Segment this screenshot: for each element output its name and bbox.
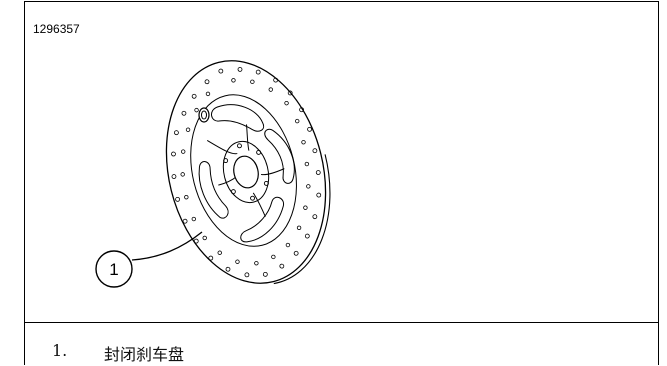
callout-circle (95, 250, 133, 288)
figure-separator (24, 322, 659, 323)
callout-number: 1 (109, 260, 118, 279)
figure-id: 1296357 (33, 22, 80, 36)
legend: 1. 封闭刹车盘 (52, 341, 184, 365)
figure-frame (24, 1, 659, 365)
legend-item-number: 1. (52, 341, 68, 360)
callout-leader-line (131, 231, 203, 261)
legend-item-label: 封闭刹车盘 (104, 345, 185, 364)
